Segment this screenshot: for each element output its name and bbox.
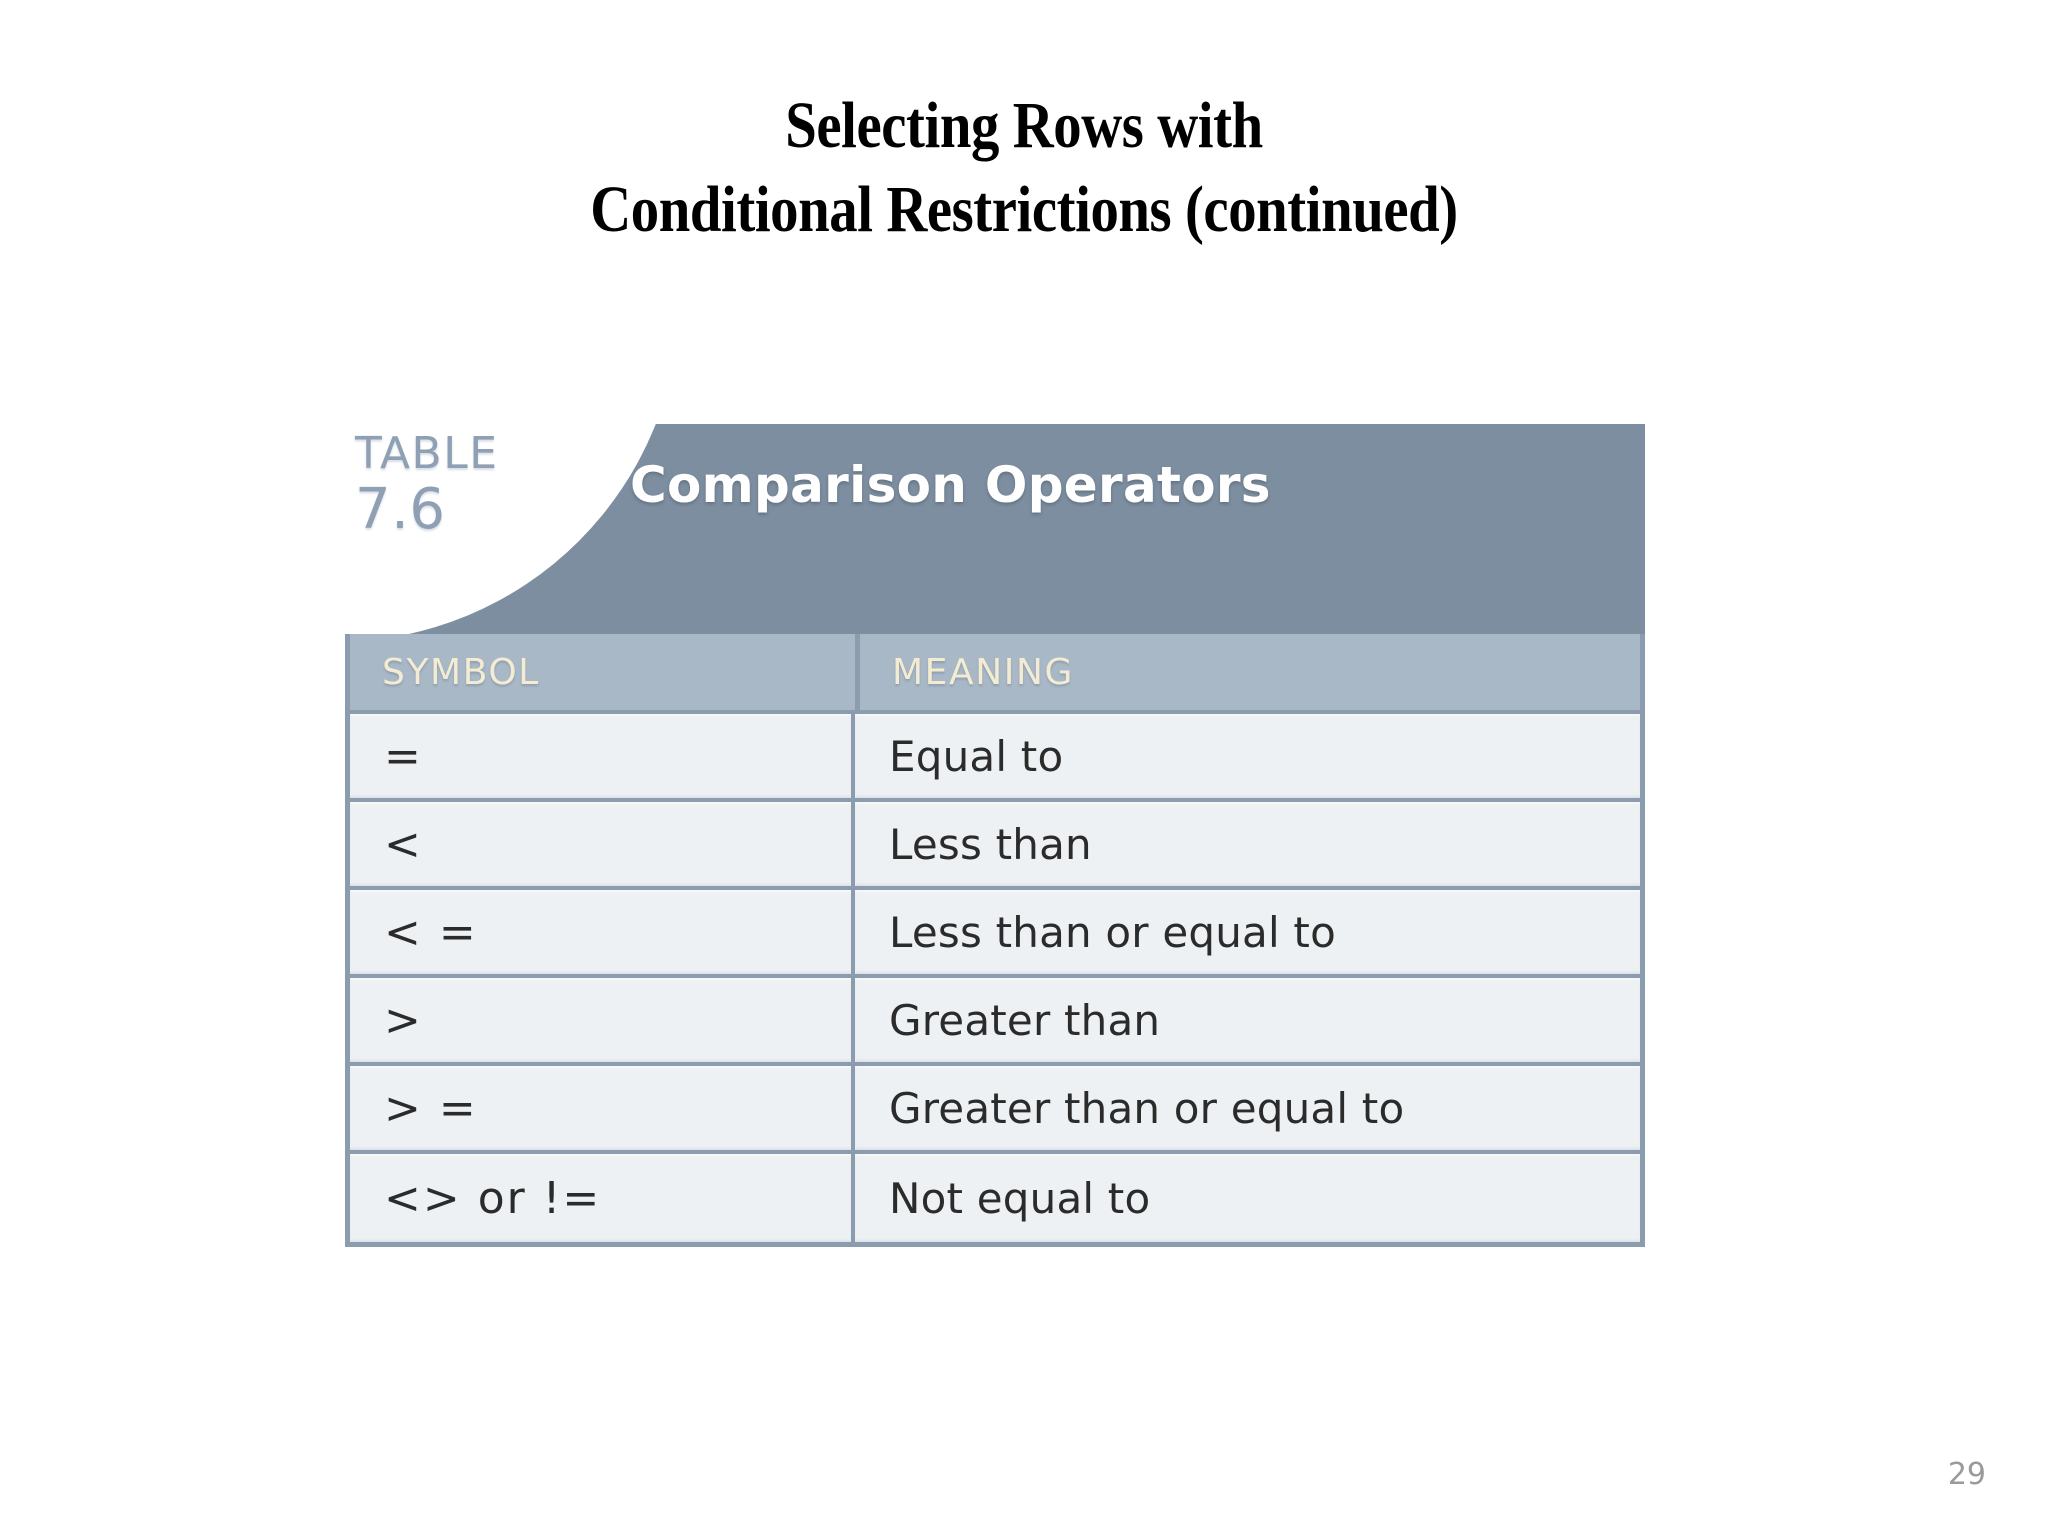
column-header-symbol: SYMBOL bbox=[350, 634, 860, 710]
cell-symbol: > = bbox=[350, 1066, 855, 1150]
table-row: = Equal to bbox=[350, 714, 1640, 802]
cell-meaning: Less than or equal to bbox=[855, 890, 1640, 974]
cell-meaning: Equal to bbox=[855, 714, 1640, 798]
comparison-operators-table: Comparison Operators TABLE 7.6 SYMBOL ME… bbox=[345, 424, 1645, 1247]
cell-symbol: <> or != bbox=[350, 1154, 855, 1242]
table-caption-label: TABLE bbox=[355, 428, 499, 479]
page-title: Selecting Rows with Conditional Restrict… bbox=[143, 84, 1904, 252]
column-header-meaning: MEANING bbox=[892, 651, 1075, 693]
cell-symbol: = bbox=[350, 714, 855, 798]
cell-symbol: > bbox=[350, 978, 855, 1062]
table-body: = Equal to < Less than < = Less than or … bbox=[345, 710, 1645, 1247]
table-column-header-row: SYMBOL MEANING bbox=[345, 634, 1645, 710]
cell-meaning: Greater than or equal to bbox=[855, 1066, 1640, 1150]
page-title-line-1: Selecting Rows with bbox=[785, 89, 1263, 162]
table-row: < Less than bbox=[350, 802, 1640, 890]
cell-meaning: Greater than bbox=[855, 978, 1640, 1062]
cell-meaning: Less than bbox=[855, 802, 1640, 886]
table-row: > Greater than bbox=[350, 978, 1640, 1066]
table-header-title: Comparison Operators bbox=[630, 456, 1271, 514]
table-row: <> or != Not equal to bbox=[350, 1154, 1640, 1242]
table-caption-number: 7.6 bbox=[355, 477, 446, 542]
table-row: > = Greater than or equal to bbox=[350, 1066, 1640, 1154]
cell-symbol: < = bbox=[350, 890, 855, 974]
table-caption: TABLE 7.6 bbox=[355, 432, 585, 538]
table-header-band: Comparison Operators bbox=[345, 424, 1645, 634]
page-number: 29 bbox=[1947, 1457, 1986, 1492]
cell-symbol: < bbox=[350, 802, 855, 886]
cell-meaning: Not equal to bbox=[855, 1154, 1640, 1242]
page-title-line-2: Conditional Restrictions (continued) bbox=[590, 173, 1458, 246]
table-row: < = Less than or equal to bbox=[350, 890, 1640, 978]
